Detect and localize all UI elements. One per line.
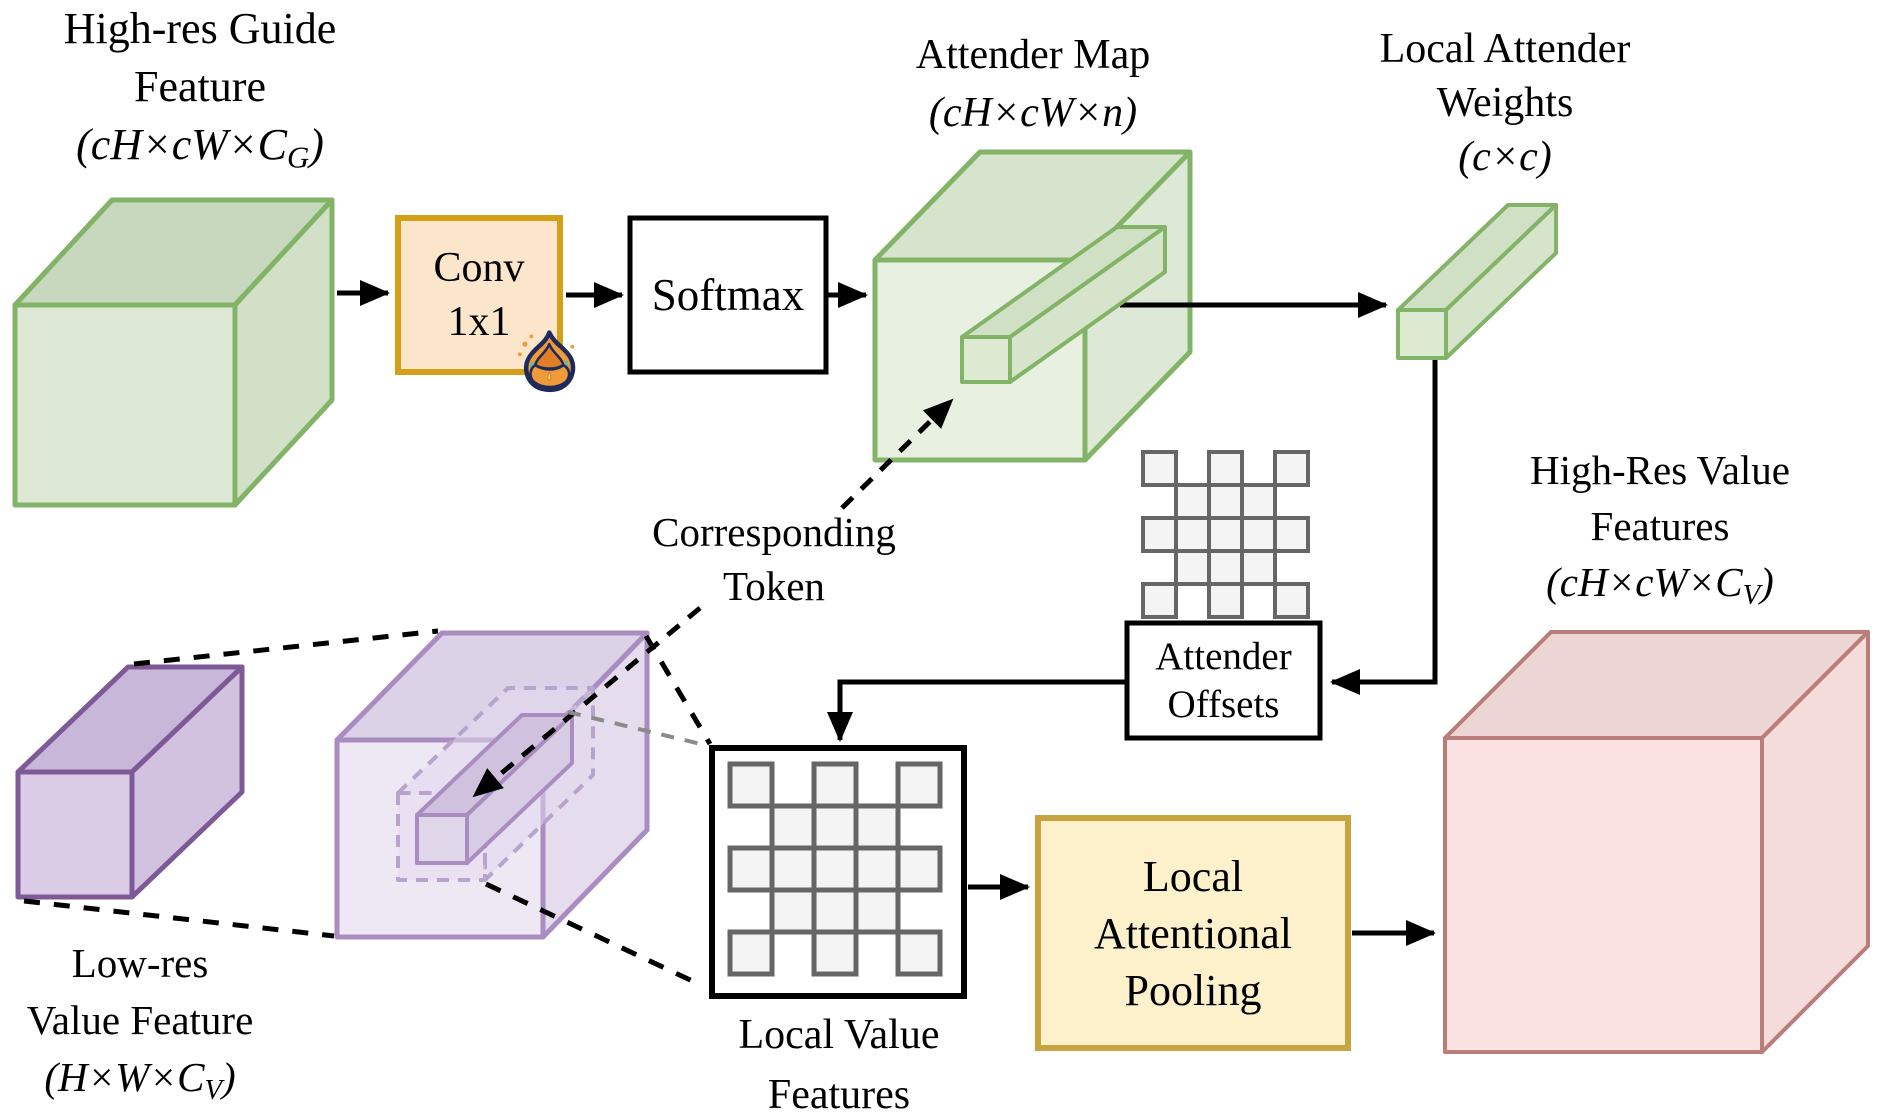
label-dims: (cH×cW×CG) <box>76 120 324 175</box>
fire-spark <box>522 341 528 347</box>
bar-front-face <box>1396 308 1448 360</box>
grid-cell <box>811 761 859 809</box>
hires-value-label: High-Res Value Features (cH×cW×CV) <box>1530 442 1790 623</box>
local-value-grid <box>727 761 943 977</box>
label-dims: (cH×cW×n) <box>928 90 1138 136</box>
grid-cell <box>769 803 817 851</box>
label-dims: (H×W×CV) <box>44 1054 236 1107</box>
value-token-bar <box>415 713 574 865</box>
zoom-line-bottom <box>23 898 335 939</box>
zoom-line-cube-to-grid-top <box>643 634 713 746</box>
grid-cell <box>1273 450 1310 487</box>
label-dims: (c×c) <box>1458 134 1552 180</box>
grid-cell <box>769 887 817 935</box>
pooling-box <box>1035 815 1351 1051</box>
attender-offsets-box <box>1124 620 1323 741</box>
zoom-line-top <box>133 628 439 667</box>
label-line: High-res Guide <box>63 4 337 53</box>
hires-value-cube <box>1443 630 1870 1054</box>
softmax-box <box>627 215 829 375</box>
fire-icon <box>517 330 576 393</box>
conv-box <box>395 215 563 375</box>
attender-map-label: Attender Map (cH×cW×n) <box>916 26 1150 142</box>
grid-cell <box>769 845 817 893</box>
attender-token-bar <box>960 225 1167 384</box>
grid-cell <box>1174 516 1211 553</box>
grid-cell <box>895 929 943 977</box>
local-value-features-label: Local Value Features <box>739 1005 940 1112</box>
label-line: Features <box>1590 503 1730 549</box>
grid-cell <box>1273 516 1310 553</box>
guide-feature-cube <box>12 197 335 508</box>
grid-cell <box>1207 450 1244 487</box>
label-line: High-Res Value <box>1529 447 1791 493</box>
bar-front-face <box>15 769 135 900</box>
grid-cell <box>727 929 775 977</box>
grid-cell <box>895 761 943 809</box>
cube-front-face <box>1443 736 1764 1054</box>
label-line: Feature <box>134 62 266 111</box>
corresponding-token-label: Corresponding Token <box>652 505 896 613</box>
grid-cell <box>1141 582 1178 619</box>
token-front-face <box>960 335 1012 384</box>
grid-cell <box>811 887 859 935</box>
local-attender-weights-bar <box>1396 203 1558 360</box>
label-line: Local Attender <box>1379 26 1631 72</box>
label-line: Value Feature <box>26 997 254 1043</box>
attender-offsets-grid <box>1141 450 1310 619</box>
grid-cell <box>1141 450 1178 487</box>
grid-cell <box>1207 483 1244 520</box>
fire-spark <box>517 352 522 357</box>
dashed-arrow-to-value-token <box>472 606 702 798</box>
grid-cell <box>853 887 901 935</box>
grid-cell <box>1240 516 1277 553</box>
label-line: Features <box>767 1072 911 1112</box>
label-line: Corresponding <box>652 509 896 555</box>
grid-cell <box>727 761 775 809</box>
label-line: Token <box>723 563 825 609</box>
grid-cell <box>895 845 943 893</box>
grid-cell <box>1240 483 1277 520</box>
grid-cell <box>811 803 859 851</box>
grid-cell <box>1207 516 1244 553</box>
fire-droplet <box>546 370 552 382</box>
label-dims: (cH×cW×CV) <box>1546 559 1774 612</box>
label-line: Local Value <box>738 1012 940 1058</box>
fire-spark <box>529 334 534 339</box>
label-line: Attender Map <box>915 32 1151 78</box>
grid-cell <box>853 803 901 851</box>
grid-cell <box>727 845 775 893</box>
token-front-face <box>415 813 469 865</box>
grid-cell <box>811 845 859 893</box>
zoom-line-cube-to-grid-bottom <box>484 881 705 989</box>
grid-cell <box>1240 549 1277 586</box>
lowres-value-label: Low-res Value Feature (H×W×CV) <box>27 935 254 1112</box>
grid-cell <box>853 845 901 893</box>
grid-cell <box>1174 483 1211 520</box>
cube-front-face <box>12 302 238 508</box>
lowres-value-bar <box>15 664 245 900</box>
grid-cell <box>1207 582 1244 619</box>
grid-cell <box>1141 516 1178 553</box>
grid-cell <box>1174 549 1211 586</box>
connector-weights-to-offsets <box>1330 358 1438 695</box>
label-line: Weights <box>1436 80 1574 126</box>
grid-cell <box>1273 582 1310 619</box>
guide-feature-label: High-res Guide Feature (cH×cW×CG) <box>64 0 337 187</box>
grid-cell <box>811 929 859 977</box>
local-attender-weights-label: Local Attender Weights (c×c) <box>1380 22 1631 184</box>
fire-spark <box>570 344 575 349</box>
grid-cell <box>1207 549 1244 586</box>
label-line: Low-res <box>71 940 209 986</box>
connector-offsets-to-localvalue <box>827 679 1125 742</box>
